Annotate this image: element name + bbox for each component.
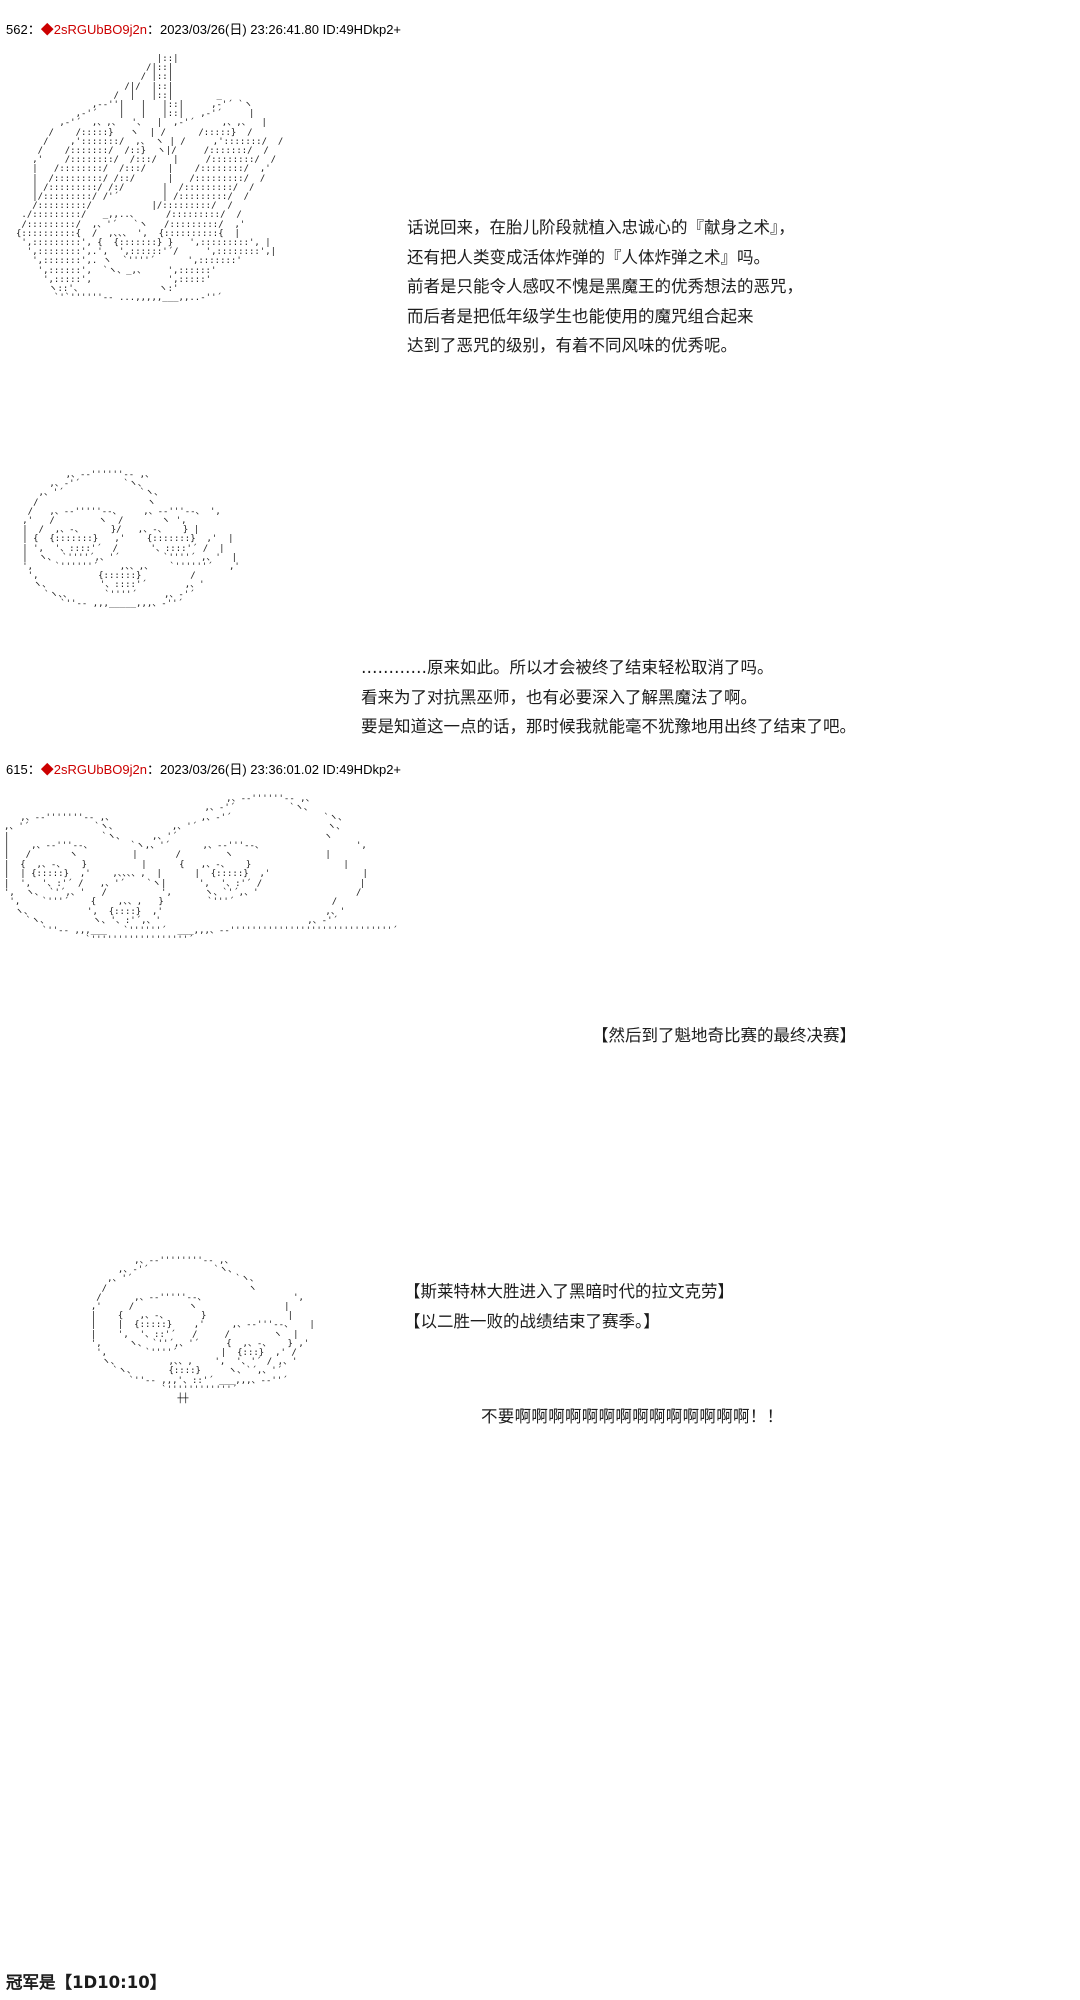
dialogue-line: 【以二胜一败的战绩结束了赛季。】 xyxy=(404,1311,660,1331)
ascii-art-figure-1: |::| /|::| / |::| /|/ |::| / | |::| _ ,-… xyxy=(16,54,284,304)
post-tripcode: 2sRGUbBO9j2n xyxy=(53,22,147,37)
footer-text: 冠军是【1D10:10】 xyxy=(6,1973,167,1992)
ascii-art-figure-4: ,、-‐''''''''‐- ,、 ,、-'´ `ヽ、 ,、'´ `ヽ、 / ヽ… xyxy=(90,1256,315,1405)
post-separator-2: ： xyxy=(146,762,160,777)
shout-text: 不要啊啊啊啊啊啊啊啊啊啊啊啊啊啊！！ xyxy=(481,1407,784,1426)
diamond-icon: ◆ xyxy=(40,762,54,777)
post-separator-2: ： xyxy=(146,22,160,37)
dialogue-line: 【斯莱特林大胜进入了黑暗时代的拉文克劳】 xyxy=(404,1282,734,1301)
dialogue-line: 达到了恶咒的级别，有着不同风味的优秀呢。 xyxy=(407,336,737,355)
post-separator: ： xyxy=(27,22,41,37)
dialogue-line: 而后者是把低年级学生也能使用的魔咒组合起来 xyxy=(407,306,754,326)
dialogue-line: 前者是只能令人感叹不愧是黑魔王的优秀想法的恶咒， xyxy=(407,277,803,296)
post-number: 615 xyxy=(6,762,28,777)
post-number: 562 xyxy=(6,22,28,37)
dialogue-line: …………原来如此。所以才会被终了结束轻松取消了吗。 xyxy=(361,658,774,677)
ascii-art-figure-2: ,、-‐''''''‐- ,、 ,、-'´ `ヽ、 ,、'´ `ヽ、 / ヽ /… xyxy=(22,470,240,609)
post-date: 2023/03/26(日) 23:26:41.80 xyxy=(159,22,319,37)
caption-quidditch-final: 【然后到了魁地奇比赛的最终决赛】 xyxy=(592,1021,856,1051)
post-tripcode: 2sRGUbBO9j2n xyxy=(53,762,147,777)
post-date: 2023/03/26(日) 23:36:01.02 xyxy=(159,762,319,777)
dialogue-block-3: 【斯莱特林大胜进入了黑暗时代的拉文克劳】 【以二胜一败的战绩结束了赛季。】 xyxy=(404,1277,734,1336)
dialogue-line: 看来为了对抗黑巫师，也有必要深入了解黑魔法了啊。 xyxy=(361,687,757,707)
post-header-615: 615：◆2sRGUbBO9j2n：2023/03/26(日) 23:36:01… xyxy=(6,762,401,778)
dialogue-line: 还有把人类变成活体炸弹的『人体炸弹之术』吗。 xyxy=(407,247,770,267)
dialogue-block-1: 话说回来，在胎儿阶段就植入忠诚心的『献身之术』， 还有把人类变成活体炸弹的『人体… xyxy=(407,213,803,361)
post-header-562: 562：◆2sRGUbBO9j2n：2023/03/26(日) 23:26:41… xyxy=(6,22,401,38)
post-separator: ： xyxy=(27,762,41,777)
footer-dice-result: 冠军是【1D10:10】 xyxy=(6,1968,166,1998)
post-id: ID:49HDkp2+ xyxy=(322,762,402,777)
dialogue-line: 话说回来，在胎儿阶段就植入忠诚心的『献身之术』， xyxy=(407,218,795,237)
dialogue-block-2: …………原来如此。所以才会被终了结束轻松取消了吗。 看来为了对抗黑巫师，也有必要… xyxy=(361,653,856,742)
shout-line: 不要啊啊啊啊啊啊啊啊啊啊啊啊啊啊！！ xyxy=(481,1402,783,1432)
post-id: ID:49HDkp2+ xyxy=(322,22,402,37)
ascii-art-figure-3: ,、-‐''''''‐- ,、 ,、-'´ `ヽ、 ,、-‐'''''''‐- … xyxy=(4,794,398,946)
caption-line: 【然后到了魁地奇比赛的最终决赛】 xyxy=(592,1026,856,1045)
dialogue-line: 要是知道这一点的话，那时候我就能毫不犹豫地用出终了结束了吧。 xyxy=(361,717,856,736)
diamond-icon: ◆ xyxy=(40,22,54,37)
